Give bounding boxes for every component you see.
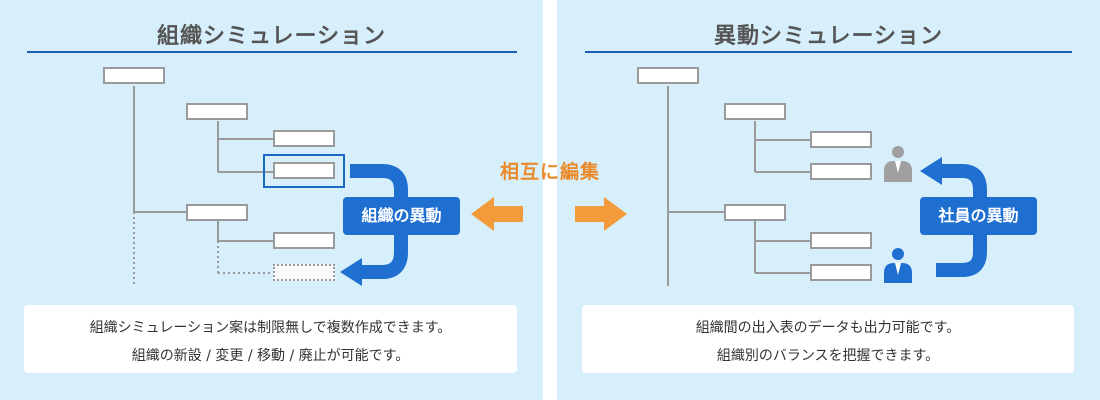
left-tree-lines (133, 86, 273, 286)
left-description-line-2: 組織の新設 / 変更 / 移動 / 廃止が可能です。 (131, 348, 410, 364)
arrow-right-icon (575, 197, 627, 231)
mutual-edit-label: 相互に編集 (499, 161, 600, 183)
user-icon-blue (884, 248, 912, 283)
right-tree-lines (667, 86, 810, 286)
org-move-badge: 組織の異動 (343, 197, 460, 235)
right-description-line-1: 組織間の出入表のデータも出力可能です。 (695, 320, 961, 336)
selected-org-highlight (263, 154, 345, 188)
org-node-section-3[interactable] (273, 232, 335, 249)
org-node-section-2[interactable] (273, 162, 335, 179)
arrow-left-icon (471, 197, 523, 231)
right-panel-title: 異動シミュレーション (713, 24, 944, 49)
left-panel-title: 組織シミュレーション (156, 24, 387, 49)
emp-node-section-1[interactable] (810, 131, 872, 148)
emp-node-section-2[interactable] (810, 163, 872, 180)
org-node-moved-placeholder[interactable] (273, 264, 335, 281)
employee-move-badge: 社員の異動 (920, 197, 1037, 235)
org-node-dept-2[interactable] (186, 204, 248, 221)
left-title-rule (27, 51, 517, 53)
org-node-dept-1[interactable] (186, 103, 248, 120)
emp-node-section-4[interactable] (810, 264, 872, 281)
right-title-rule (585, 51, 1072, 53)
right-description-line-2: 組織別のバランスを把握できます。 (716, 348, 940, 364)
left-description-line-1: 組織シミュレーション案は制限無しで複数作成できます。 (89, 320, 452, 336)
org-node-root[interactable] (103, 67, 165, 84)
right-description-box: 組織間の出入表のデータも出力可能です。 組織別のバランスを把握できます。 (582, 305, 1074, 373)
emp-node-dept-2[interactable] (724, 204, 786, 221)
left-description-box: 組織シミュレーション案は制限無しで複数作成できます。 組織の新設 / 変更 / … (24, 305, 517, 373)
org-node-section-1[interactable] (273, 130, 335, 147)
emp-node-dept-1[interactable] (724, 103, 786, 120)
emp-node-section-3[interactable] (810, 232, 872, 249)
user-icon-gray (884, 146, 912, 182)
emp-node-root[interactable] (637, 67, 699, 84)
